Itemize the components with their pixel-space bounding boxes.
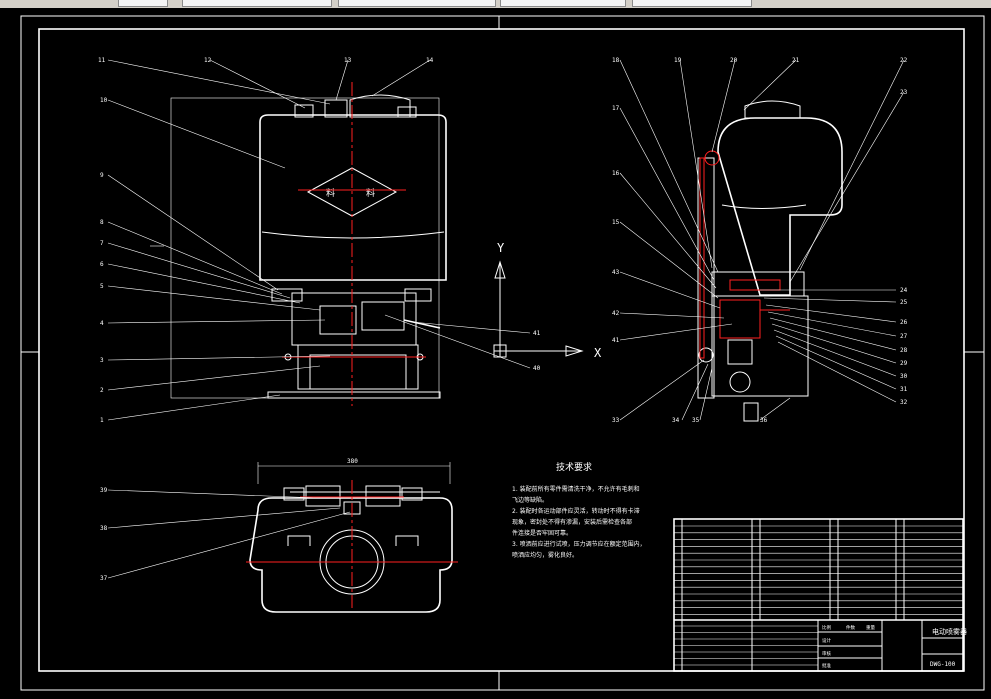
svg-text:3. 喷洒前应进行试喷，压力调节应在额定范围内，: 3. 喷洒前应进行试喷，压力调节应在额定范围内，	[512, 540, 646, 548]
technical-notes: 技术要求 1. 装配前所有零件需清洗干净，不允许有毛刺和 飞边等缺陷。 2. 装…	[512, 461, 646, 559]
svg-text:31: 31	[900, 386, 908, 393]
svg-text:42: 42	[612, 310, 620, 317]
svg-text:37: 37	[100, 575, 108, 582]
svg-text:22: 22	[900, 57, 908, 64]
svg-text:15: 15	[612, 219, 620, 226]
svg-text:7: 7	[100, 240, 104, 247]
svg-text:41: 41	[533, 330, 541, 337]
top-dimension: 380	[347, 458, 358, 465]
svg-text:30: 30	[900, 373, 908, 380]
svg-text:20: 20	[730, 57, 738, 64]
title-block-drawing-no: DWG-100	[930, 661, 956, 668]
svg-text:1: 1	[100, 417, 104, 424]
svg-text:38: 38	[100, 525, 108, 532]
svg-text:28: 28	[900, 347, 908, 354]
svg-text:39: 39	[100, 487, 108, 494]
svg-text:24: 24	[900, 287, 908, 294]
svg-text:29: 29	[900, 360, 908, 367]
side-view	[697, 100, 843, 422]
toolbar-field[interactable]	[632, 0, 752, 7]
svg-text:3: 3	[100, 357, 104, 364]
svg-text:17: 17	[612, 105, 620, 112]
axis-y-label: Y	[497, 241, 505, 255]
svg-text:34: 34	[672, 417, 680, 424]
svg-text:35: 35	[692, 417, 700, 424]
title-block-name: 电动喷雾器	[932, 627, 967, 636]
outer-frame	[20, 15, 985, 691]
svg-text:4: 4	[100, 320, 104, 327]
notes-title: 技术要求	[556, 461, 592, 473]
ucs-axes-icon: Y X	[493, 241, 602, 360]
bill-of-materials: 电动喷雾器 DWG-100 比例 件数 重量 设计 审核 批准	[673, 518, 967, 672]
svg-text:36: 36	[760, 417, 768, 424]
centering-marks	[21, 16, 984, 690]
top-callouts: 39 38 37	[100, 487, 108, 582]
toolbar-field[interactable]	[338, 0, 496, 7]
toolbar-field[interactable]	[182, 0, 332, 7]
svg-text:6: 6	[100, 261, 104, 268]
svg-text:16: 16	[612, 170, 620, 177]
svg-text:19: 19	[674, 57, 682, 64]
svg-text:18: 18	[612, 57, 620, 64]
svg-text:审核: 审核	[822, 650, 831, 657]
side-leaders	[619, 59, 905, 421]
svg-text:件数: 件数	[846, 624, 855, 631]
svg-text:40: 40	[533, 365, 541, 372]
svg-text:2. 装配时各运动部件应灵活，转动时不得有卡滞: 2. 装配时各运动部件应灵活，转动时不得有卡滞	[512, 507, 640, 515]
front-leaders	[107, 59, 531, 421]
svg-text:14: 14	[426, 57, 434, 64]
svg-text:比例: 比例	[822, 624, 831, 631]
side-callouts: 18 19 20 21 22 23 17 16 15 24 25 26 27 2…	[612, 57, 908, 424]
svg-text:21: 21	[792, 57, 800, 64]
window-toolbar	[0, 0, 991, 8]
svg-text:41: 41	[612, 337, 620, 344]
svg-text:13: 13	[344, 57, 352, 64]
svg-text:10: 10	[100, 97, 108, 104]
svg-text:32: 32	[900, 399, 908, 406]
cad-drawing[interactable]: 料 料 11 1	[0, 8, 991, 699]
toolbar-button[interactable]	[118, 0, 168, 7]
svg-text:件连接是否牢固可靠。: 件连接是否牢固可靠。	[512, 529, 572, 537]
svg-text:8: 8	[100, 219, 104, 226]
svg-text:飞边等缺陷。: 飞边等缺陷。	[512, 496, 548, 504]
svg-text:25: 25	[900, 299, 908, 306]
svg-text:23: 23	[900, 89, 908, 96]
front-callouts: 11 12 13 14 10 9 8 7 6 5 4 3 2 1 41 40	[98, 57, 541, 424]
svg-text:9: 9	[100, 172, 104, 179]
svg-text:批准: 批准	[822, 662, 831, 669]
svg-text:43: 43	[612, 269, 620, 276]
front-view: 料 料	[150, 82, 447, 406]
svg-text:5: 5	[100, 283, 104, 290]
inner-frame	[38, 28, 965, 672]
svg-text:喷洒应均匀，雾化良好。: 喷洒应均匀，雾化良好。	[512, 551, 578, 559]
svg-text:33: 33	[612, 417, 620, 424]
top-view: 380	[246, 458, 458, 613]
toolbar-field[interactable]	[500, 0, 626, 7]
svg-text:重量: 重量	[866, 624, 875, 631]
svg-text:设计: 设计	[822, 637, 831, 644]
svg-text:11: 11	[98, 57, 106, 64]
svg-text:1. 装配前所有零件需清洗干净，不允许有毛刺和: 1. 装配前所有零件需清洗干净，不允许有毛刺和	[512, 485, 640, 493]
svg-text:26: 26	[900, 319, 908, 326]
svg-text:现象，密封处不得有渗漏，安装后需检查各部: 现象，密封处不得有渗漏，安装后需检查各部	[512, 518, 632, 526]
svg-text:2: 2	[100, 387, 104, 394]
top-leaders	[107, 489, 351, 579]
axis-x-label: X	[594, 346, 602, 360]
tank-mark-right: 料	[366, 187, 375, 199]
svg-text:12: 12	[204, 57, 212, 64]
tank-mark-left: 料	[326, 187, 335, 199]
svg-text:27: 27	[900, 333, 908, 340]
